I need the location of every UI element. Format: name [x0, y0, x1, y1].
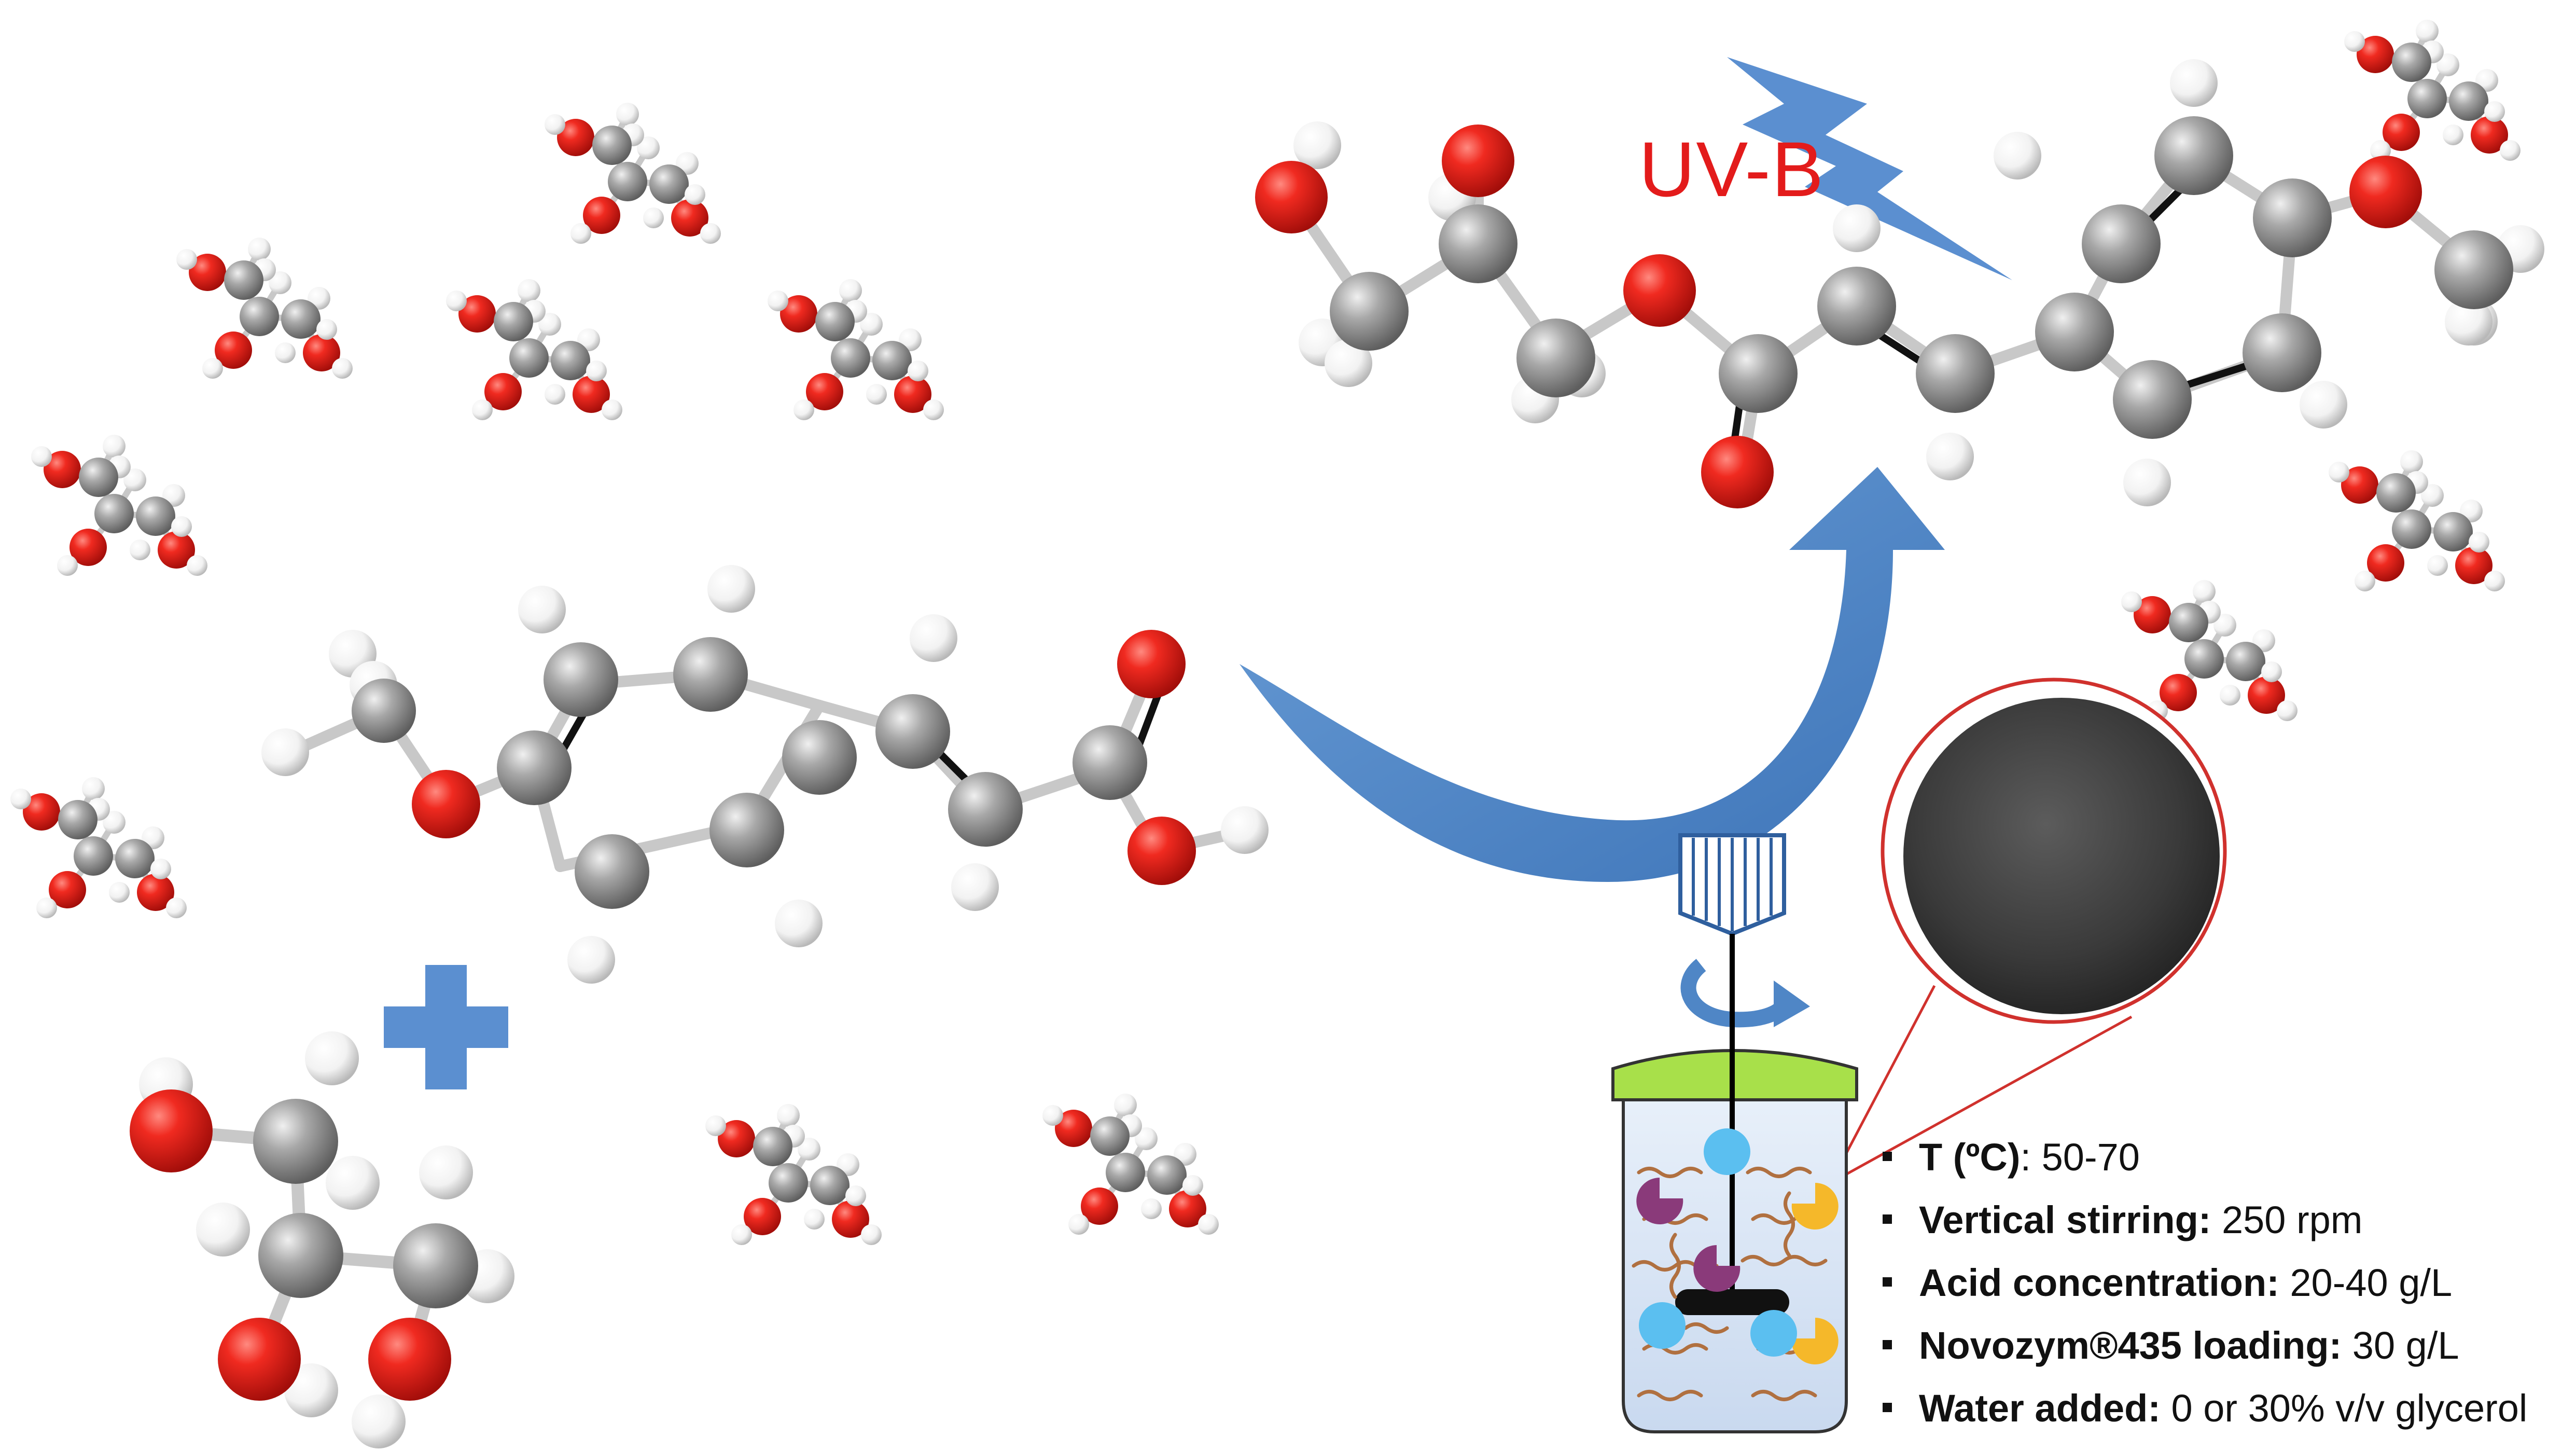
glycerol-molecule-small-11 [2121, 580, 2297, 721]
bullet-icon [1883, 1340, 1892, 1349]
bullet-icon [1883, 1403, 1892, 1412]
plus-sign [384, 965, 508, 1089]
condition-enzyme-loading: Novozym®435 loading: 30 g/L [1883, 1314, 2527, 1377]
ferulic-acid-molecule [261, 565, 1269, 984]
glycerol-molecule-small-7 [705, 1104, 882, 1245]
condition-value: 0 or 30% v/v glycerol [2160, 1387, 2528, 1430]
rotation-arrow-icon [1680, 959, 1810, 1028]
glycerol-molecule-small-3 [446, 279, 622, 420]
curved-reaction-arrow [1240, 467, 1945, 882]
condition-key: Novozym®435 loading: [1919, 1324, 2342, 1367]
glycerol-molecule-small-9 [2344, 20, 2521, 161]
condition-water-added: Water added: 0 or 30% v/v glycerol [1883, 1377, 2527, 1440]
condition-stirring: Vertical stirring: 250 rpm [1883, 1189, 2527, 1251]
condition-sep: : [2020, 1136, 2031, 1179]
bioreactor [1611, 833, 1858, 1433]
bullet-icon [1883, 1277, 1892, 1287]
glycerol-molecule-small-5 [31, 435, 207, 576]
glycerol-molecule-large [130, 1031, 514, 1448]
reaction-conditions-list: T (ºC): 50-70 Vertical stirring: 250 rpm… [1883, 1126, 2527, 1440]
condition-key: Water added: [1919, 1387, 2161, 1430]
bullet-icon [1883, 1214, 1892, 1224]
glycerol-molecule-small-1 [545, 103, 721, 244]
stirrer-motor [1678, 833, 1786, 936]
lightning-bolt-icon [1727, 57, 2012, 280]
condition-key: T (ºC) [1919, 1136, 2021, 1179]
glycerol-molecule-small-10 [2329, 450, 2505, 591]
condition-value: 20-40 g/L [2279, 1261, 2453, 1304]
condition-value: 250 rpm [2211, 1198, 2363, 1241]
condition-key: Acid concentration: [1919, 1261, 2279, 1304]
condition-value: 30 g/L [2342, 1324, 2459, 1367]
uv-b-label: UV-B [1639, 126, 1825, 213]
glycerol-molecule-small-6 [10, 777, 187, 918]
condition-key: Vertical stirring: [1919, 1198, 2211, 1241]
glycerol-molecule-small-4 [768, 279, 944, 420]
glycerol-molecule-small-2 [176, 238, 353, 379]
condition-value: 50-70 [2031, 1136, 2140, 1179]
bullet-icon [1883, 1152, 1892, 1161]
condition-acid-concentration: Acid concentration: 20-40 g/L [1883, 1251, 2527, 1314]
glycerol-molecule-small-8 [1042, 1094, 1219, 1235]
condition-temperature: T (ºC): 50-70 [1883, 1126, 2527, 1189]
glyceryl-ferulate-molecule [1255, 59, 2544, 508]
enzyme-bead-magnified [1829, 678, 2227, 1184]
